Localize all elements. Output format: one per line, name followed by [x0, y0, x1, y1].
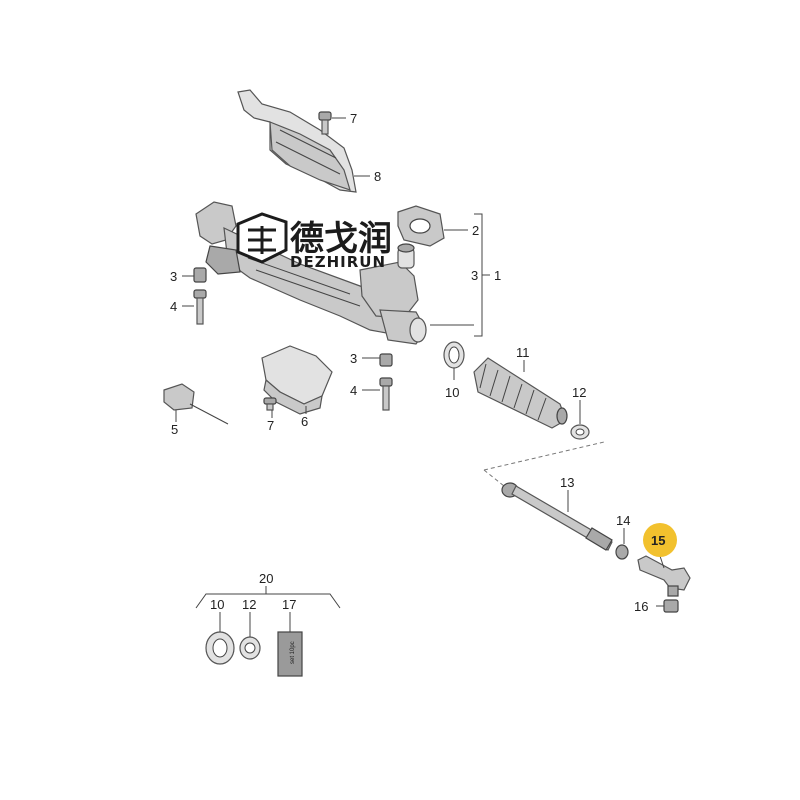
- lock-nut: [615, 544, 629, 560]
- label-15: 15: [651, 533, 665, 548]
- label-3-left: 3: [170, 269, 177, 284]
- label-13: 13: [560, 475, 574, 490]
- outer-tie-rod-end: [637, 555, 691, 597]
- bolt-4-left: [193, 289, 207, 325]
- label-4-left: 4: [170, 299, 177, 314]
- label-6: 6: [301, 414, 308, 429]
- bolt-3-left: [193, 267, 207, 283]
- heat-shield-lower: [261, 345, 333, 415]
- label-10: 10: [445, 385, 459, 400]
- clamp-10: [443, 341, 465, 369]
- watermark-chinese: 德戈润: [290, 219, 392, 259]
- label-7-upper: 7: [350, 111, 357, 126]
- kit-clamp-12: [239, 636, 261, 660]
- clamp-12: [570, 424, 590, 440]
- label-4-center: 4: [350, 383, 357, 398]
- sensor-connector: [163, 383, 229, 425]
- watermark-logo: [236, 212, 288, 264]
- label-3-bracket: 3: [471, 268, 478, 283]
- label-7-lower: 7: [267, 418, 274, 433]
- inner-tie-rod: [501, 482, 613, 551]
- label-20: 20: [259, 571, 273, 586]
- label-5: 5: [171, 422, 178, 437]
- watermark-latin: DEZHIRUN: [290, 253, 386, 271]
- mount-bushing: [397, 205, 445, 247]
- label-12: 12: [572, 385, 586, 400]
- kit-clamp-10: [205, 631, 235, 665]
- grease-sachet: set 10pc: [277, 631, 303, 677]
- label-14: 14: [616, 513, 630, 528]
- kit-bracket: [195, 593, 341, 609]
- nut-16: [663, 599, 679, 613]
- bolt-7-lower: [263, 397, 277, 411]
- highlight-badge: [643, 523, 677, 557]
- rack-boot: [473, 357, 568, 429]
- leader-lines: [175, 117, 665, 637]
- label-17: 17: [282, 597, 296, 612]
- label-1: 1: [494, 268, 501, 283]
- bolt-7-upper: [318, 111, 332, 135]
- label-16: 16: [634, 599, 648, 614]
- label-12-kit: 12: [242, 597, 256, 612]
- label-8: 8: [374, 169, 381, 184]
- heat-shield-upper: [237, 89, 357, 193]
- bolt-3-center: [379, 353, 393, 367]
- label-2: 2: [472, 223, 479, 238]
- bolt-4-center: [379, 377, 393, 411]
- label-11: 11: [516, 345, 530, 360]
- svg-text:set 10pc: set 10pc: [290, 641, 296, 664]
- label-10-kit: 10: [210, 597, 224, 612]
- label-3-center: 3: [350, 351, 357, 366]
